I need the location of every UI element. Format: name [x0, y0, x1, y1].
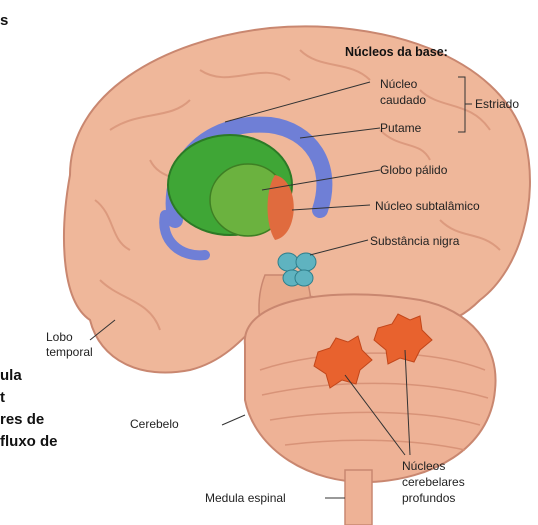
- substancia-nigra-label: Substância nigra: [370, 234, 460, 248]
- spinal-cord: [345, 470, 372, 525]
- cerebelo-label: Cerebelo: [130, 417, 179, 431]
- heading-label: Núcleos da base:: [345, 45, 448, 59]
- lobo-temporal-label: Lobo: [46, 330, 73, 344]
- nucleos-cerebelares-label: Núcleos: [402, 459, 445, 473]
- putame-label: Putame: [380, 121, 422, 135]
- nucleos-cerebelares-label-3: profundos: [402, 491, 455, 505]
- nucleo-subtalamico-label: Núcleo subtalâmico: [375, 199, 480, 213]
- nucleo-caudado-label-2: caudado: [380, 93, 426, 107]
- lobo-temporal-label-2: temporal: [46, 345, 93, 359]
- cerebellum: [245, 294, 496, 482]
- nucleos-cerebelares-label-2: cerebelares: [402, 475, 465, 489]
- estriado-label: Estriado: [475, 97, 519, 111]
- medula-espinal-label: Medula espinal: [205, 491, 286, 505]
- globo-palido-label: Globo pálido: [380, 163, 448, 177]
- nucleo-caudado-label: Núcleo: [380, 77, 418, 91]
